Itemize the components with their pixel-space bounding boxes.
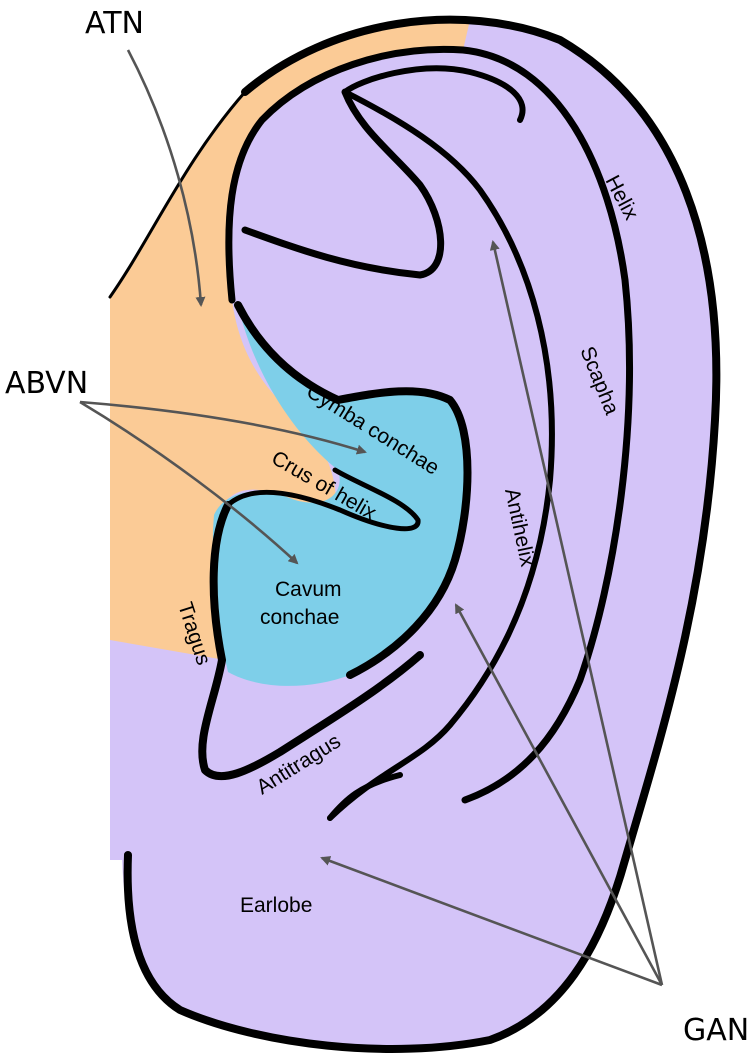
atn-label: ATN (85, 6, 144, 41)
atn-region (110, 19, 470, 660)
abvn-arrow-cymba (79, 400, 367, 455)
earlobe-edge-outline (123, 852, 131, 893)
antihelix-tail-outline (327, 772, 403, 821)
earlobe-label: Earlobe (240, 894, 312, 917)
abvn-label: ABVN (5, 366, 88, 401)
abvn-arrow-cavum (79, 400, 299, 565)
helix-rim-outline (123, 15, 721, 1053)
atn-arrow (126, 49, 206, 307)
abvn-region (212, 305, 468, 686)
gan-arrow-antihelix (454, 603, 664, 986)
triangular-fossa-outline (241, 88, 445, 279)
ear-front-outline (108, 90, 247, 299)
upper-helix-fold-outline (342, 65, 526, 123)
cavum-conchae-label-line2: conchae (260, 606, 339, 629)
gan-arrow-earlobe (320, 856, 663, 987)
crus-of-helix-outline (225, 467, 421, 532)
cavum-conchae-label-line1: Cavum (275, 578, 342, 601)
inner-helix-outline (225, 45, 633, 804)
antihelix-outline (327, 89, 555, 821)
antitragus-outline (198, 501, 424, 781)
concha-outline (234, 301, 472, 679)
gan-label: GAN (683, 1013, 749, 1048)
gan-arrow-helix (489, 240, 664, 986)
